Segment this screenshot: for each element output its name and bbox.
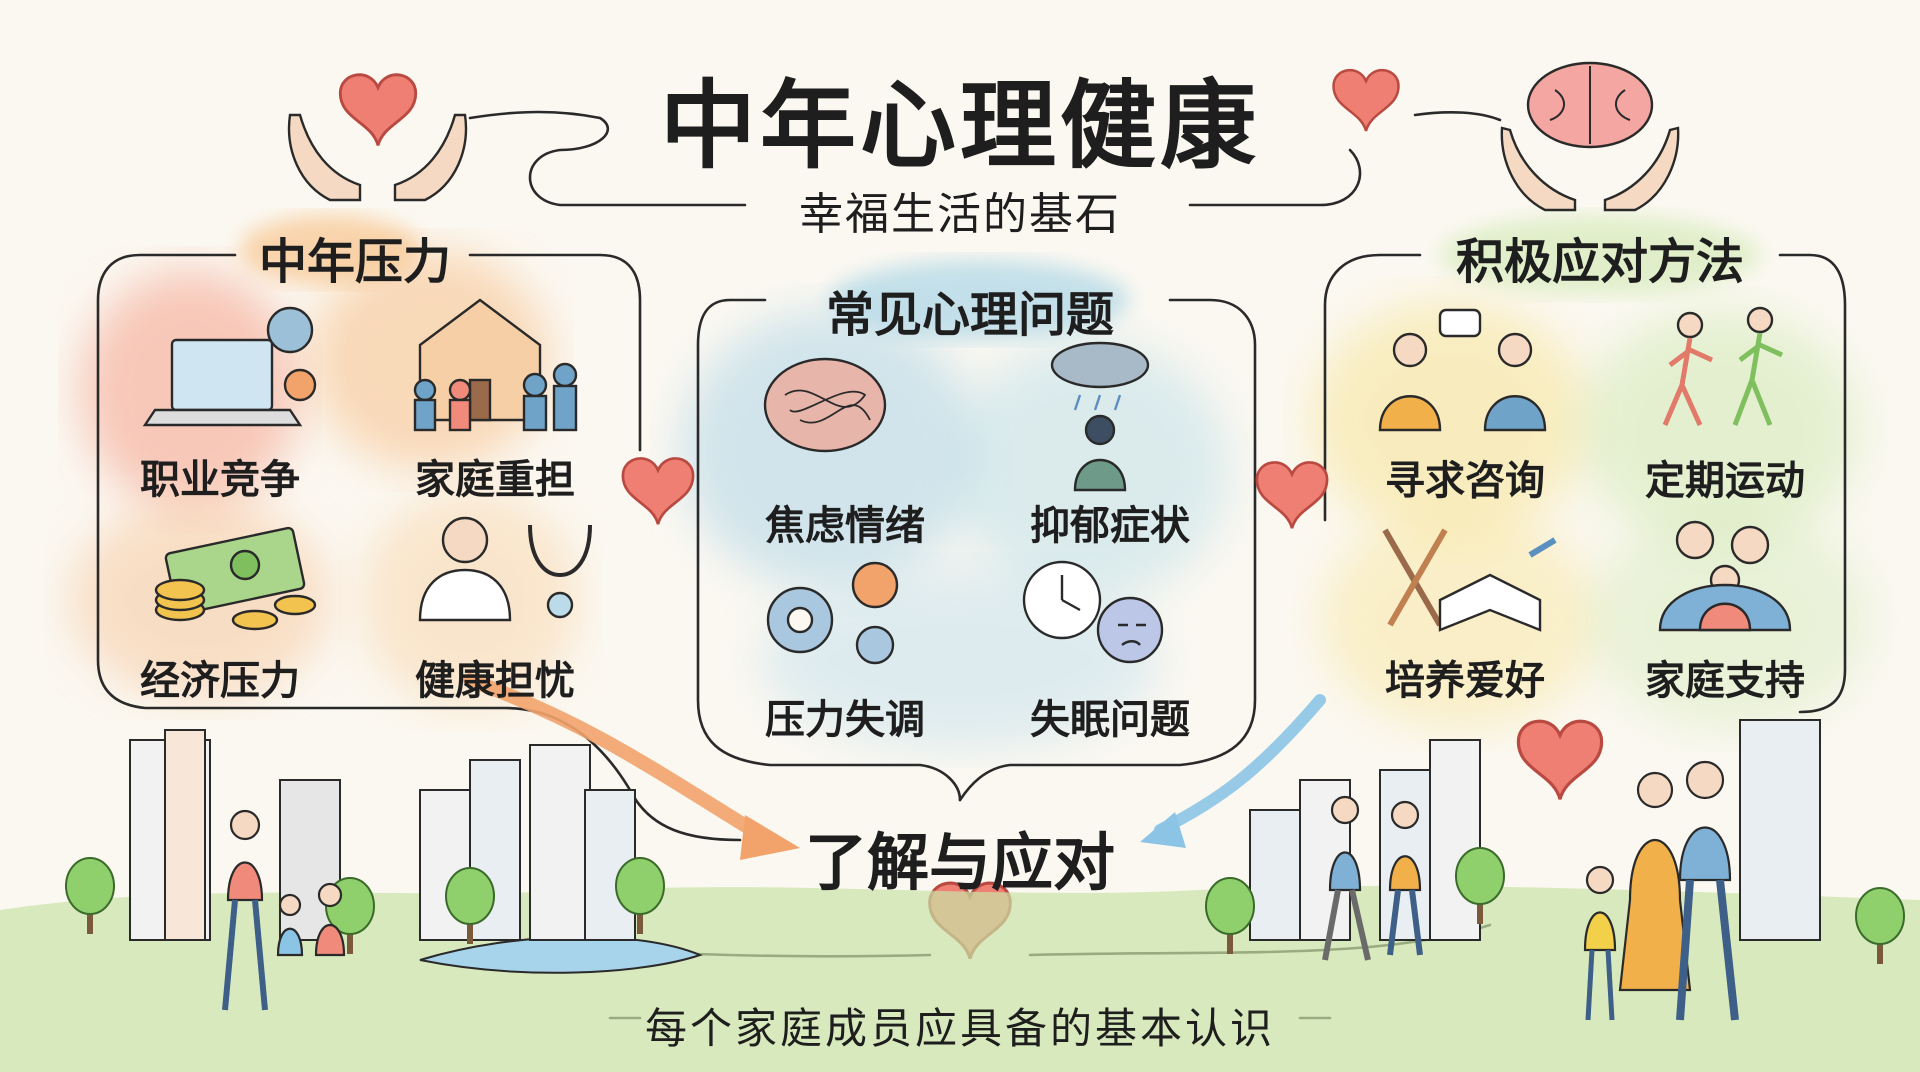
- brain-in-hands-icon: [1500, 61, 1680, 212]
- left-item-health: 健康担忧: [415, 658, 575, 704]
- left-section-icons: [142, 298, 592, 631]
- right-item-counseling: 寻求咨询: [1385, 458, 1545, 504]
- middle-section-icons: [763, 341, 1164, 665]
- laptop-gears-icon: [142, 306, 317, 427]
- money-coins-icon: [154, 526, 317, 631]
- left-item-family: 家庭重担: [415, 457, 575, 503]
- brush-book-pen-icon: [1382, 528, 1557, 632]
- left-item-career: 职业竞争: [140, 457, 300, 503]
- family-hug-icon: [1658, 520, 1792, 632]
- middle-item-stress: 压力失调: [765, 697, 925, 743]
- right-section-title: 积极应对方法: [1455, 234, 1744, 290]
- center-label: 了解与应对: [804, 826, 1115, 899]
- middle-item-insomnia: 失眠问题: [1030, 697, 1190, 743]
- running-people-icon: [1662, 306, 1784, 427]
- bottom-scene: [0, 719, 1920, 1072]
- heart-in-hands-icon: [287, 113, 468, 202]
- bottom-label: 每个家庭成员应具备的基本认识: [644, 1004, 1275, 1053]
- middle-section-title: 常见心理问题: [825, 287, 1114, 343]
- family-house-icon: [413, 298, 578, 432]
- rain-cloud-sad-person-icon: [1050, 341, 1150, 492]
- doctor-stethoscope-icon: [418, 516, 592, 622]
- clock-sleepy-face-icon: [1022, 560, 1164, 664]
- page-subtitle: 幸福生活的基石: [799, 189, 1121, 240]
- middle-item-anxiety: 焦虑情绪: [765, 503, 925, 549]
- left-item-finance: 经济压力: [140, 658, 300, 704]
- counseling-conversation-icon: [1378, 308, 1547, 432]
- right-item-family-support: 家庭支持: [1645, 658, 1805, 704]
- connector-arrows: [463, 673, 1326, 860]
- middle-item-depression: 抑郁症状: [1030, 503, 1190, 549]
- tangled-brain-icon: [763, 357, 887, 453]
- page-title: 中年心理健康: [660, 70, 1260, 182]
- gears-icon: [766, 561, 899, 665]
- right-item-exercise: 定期运动: [1645, 458, 1805, 504]
- left-section-title: 中年压力: [258, 234, 451, 290]
- right-section-icons: [1378, 306, 1792, 632]
- right-item-hobbies: 培养爱好: [1385, 658, 1545, 704]
